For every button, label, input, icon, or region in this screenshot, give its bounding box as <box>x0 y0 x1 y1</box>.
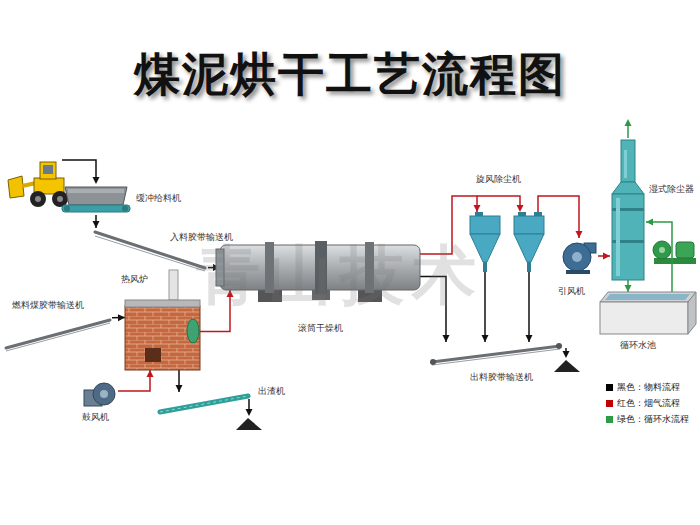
hot-air-furnace-shape <box>125 300 200 370</box>
flow-line <box>646 222 672 292</box>
induced-draft-fan: 引风机 <box>560 238 598 274</box>
equipment-label: 出料胶带输送机 <box>470 372 533 383</box>
equipment-label: 湿式除尘器 <box>649 184 694 195</box>
arrow-head <box>443 335 450 342</box>
flow-connector <box>526 272 533 342</box>
watermark-text: 青山技术 <box>196 232 484 319</box>
equipment-label: 滚筒干燥机 <box>298 323 343 334</box>
equipment-label: 出渣机 <box>258 386 285 397</box>
arrow-head <box>646 219 653 226</box>
wet-scrubber-shape <box>610 140 646 280</box>
outlet-belt-conveyor: 出料胶带输送机 <box>430 342 564 366</box>
equipment-label: 引风机 <box>558 286 585 297</box>
flow-connector <box>538 196 583 238</box>
equipment-label: 鼓风机 <box>82 412 109 423</box>
flow-line <box>484 272 486 342</box>
legend-swatch <box>606 400 613 407</box>
arrow-head <box>576 231 583 238</box>
legend-row: 绿色：循环水流程 <box>606 414 689 425</box>
inlet-belt-conveyor: 入料胶带输送机 <box>92 228 208 272</box>
water-pump <box>653 241 696 264</box>
arrow-head <box>93 221 100 228</box>
buffer-feeder-shape <box>62 185 130 215</box>
flow-connector <box>625 280 632 292</box>
equipment-label: 热风炉 <box>121 274 148 285</box>
flow-connector <box>176 370 183 392</box>
loader-arrow <box>62 160 100 184</box>
induced-draft-fan-shape <box>560 238 598 274</box>
legend-text: 绿色：循环水流程 <box>617 414 689 425</box>
arrow-head <box>474 205 481 212</box>
arrow-head <box>176 385 183 392</box>
loader-figure <box>8 162 68 207</box>
outlet-belt-conveyor-shape <box>430 342 564 366</box>
flow-connector <box>118 370 154 391</box>
arrow-head <box>625 285 632 292</box>
product-pile <box>554 348 580 372</box>
slag-conveyor: 出渣机 <box>158 392 252 416</box>
circulating-water-pool-shape <box>600 292 696 334</box>
arrow-head <box>482 335 489 342</box>
equipment-label: 燃料煤胶带输送机 <box>12 300 84 311</box>
hot-air-furnace: 热风炉 <box>125 300 200 370</box>
legend-row: 红色：烟气流程 <box>606 398 680 409</box>
arrow-head <box>603 253 610 260</box>
flow-line <box>118 370 150 391</box>
slag-conveyor-shape <box>158 392 252 416</box>
legend-swatch <box>606 416 613 423</box>
flow-line <box>528 272 530 342</box>
slag-pile <box>236 399 262 430</box>
diagram-title: 煤泥烘干工艺流程图 <box>134 47 566 101</box>
legend-text: 红色：烟气流程 <box>617 398 680 409</box>
flow-connector <box>598 253 610 260</box>
flow-connector <box>93 215 100 228</box>
blower-fan: 鼓风机 <box>82 380 118 408</box>
arrow-head <box>526 335 533 342</box>
arrow-head <box>147 370 154 377</box>
circulating-water-pool: 循环水池 <box>600 292 696 334</box>
legend-swatch <box>606 384 613 391</box>
flow-connector <box>646 219 672 293</box>
equipment-label: 缓冲给料机 <box>136 193 181 204</box>
fuel-belt-conveyor: 燃料煤胶带输送机 <box>4 314 112 352</box>
legend-text: 黑色：物料流程 <box>617 382 680 393</box>
flow-connector <box>112 314 125 321</box>
equipment-label: 旋风除尘机 <box>476 174 521 185</box>
wet-scrubber: 湿式除尘器 <box>610 140 646 280</box>
equipment-label: 循环水池 <box>620 340 656 351</box>
cyclone-branch-pipe <box>477 196 524 212</box>
fuel-belt-conveyor-shape <box>4 314 112 352</box>
buffer-feeder: 缓冲给料机 <box>62 185 130 215</box>
title-block: 煤泥烘干工艺流程图 <box>0 44 700 106</box>
legend-row: 黑色：物料流程 <box>606 382 680 393</box>
exhaust-arrow <box>625 119 632 138</box>
arrow-head <box>118 314 125 321</box>
blower-fan-shape <box>82 380 118 408</box>
